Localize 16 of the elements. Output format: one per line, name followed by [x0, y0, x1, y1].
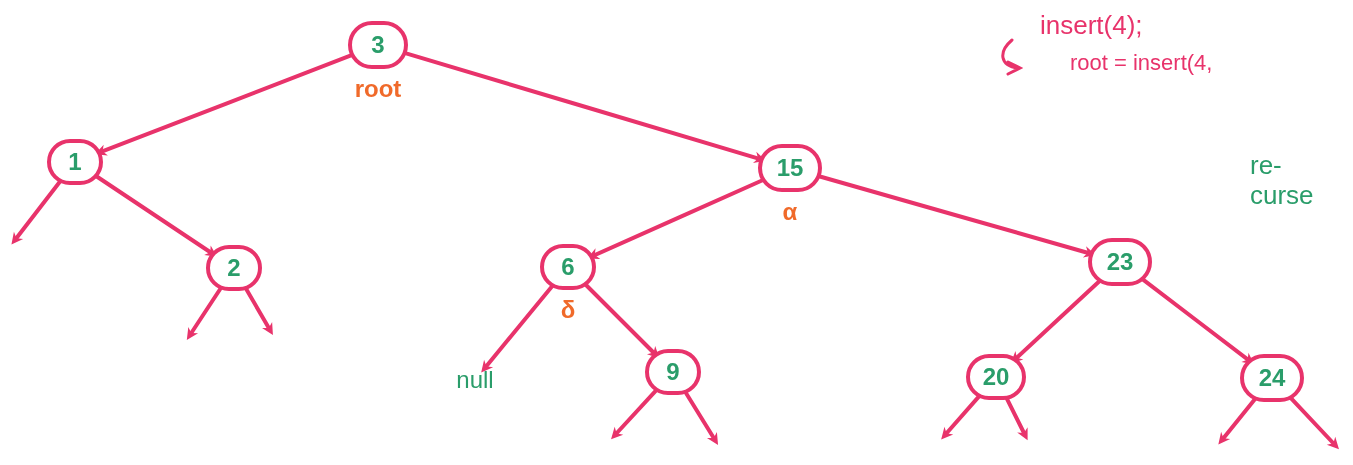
tree-node: 23: [1088, 238, 1152, 286]
tree-node: 24: [1240, 354, 1304, 402]
tree-node: 2: [206, 245, 262, 291]
tree-node: 15: [758, 144, 822, 192]
tree-node: 3: [348, 21, 408, 69]
node-caption: α: [781, 197, 799, 227]
node-caption: δ: [559, 295, 577, 325]
node-caption: root: [353, 74, 403, 104]
note-text: re- curse: [1250, 150, 1315, 210]
node-label: null: [449, 367, 501, 393]
note-text: insert(4);: [1040, 9, 1143, 42]
note-text: root = insert(4,: [1070, 49, 1213, 77]
tree-node: 9: [645, 349, 701, 395]
tree-node: 1: [47, 139, 103, 185]
tree-node: 6: [540, 244, 596, 290]
tree-node: 20: [966, 354, 1026, 400]
